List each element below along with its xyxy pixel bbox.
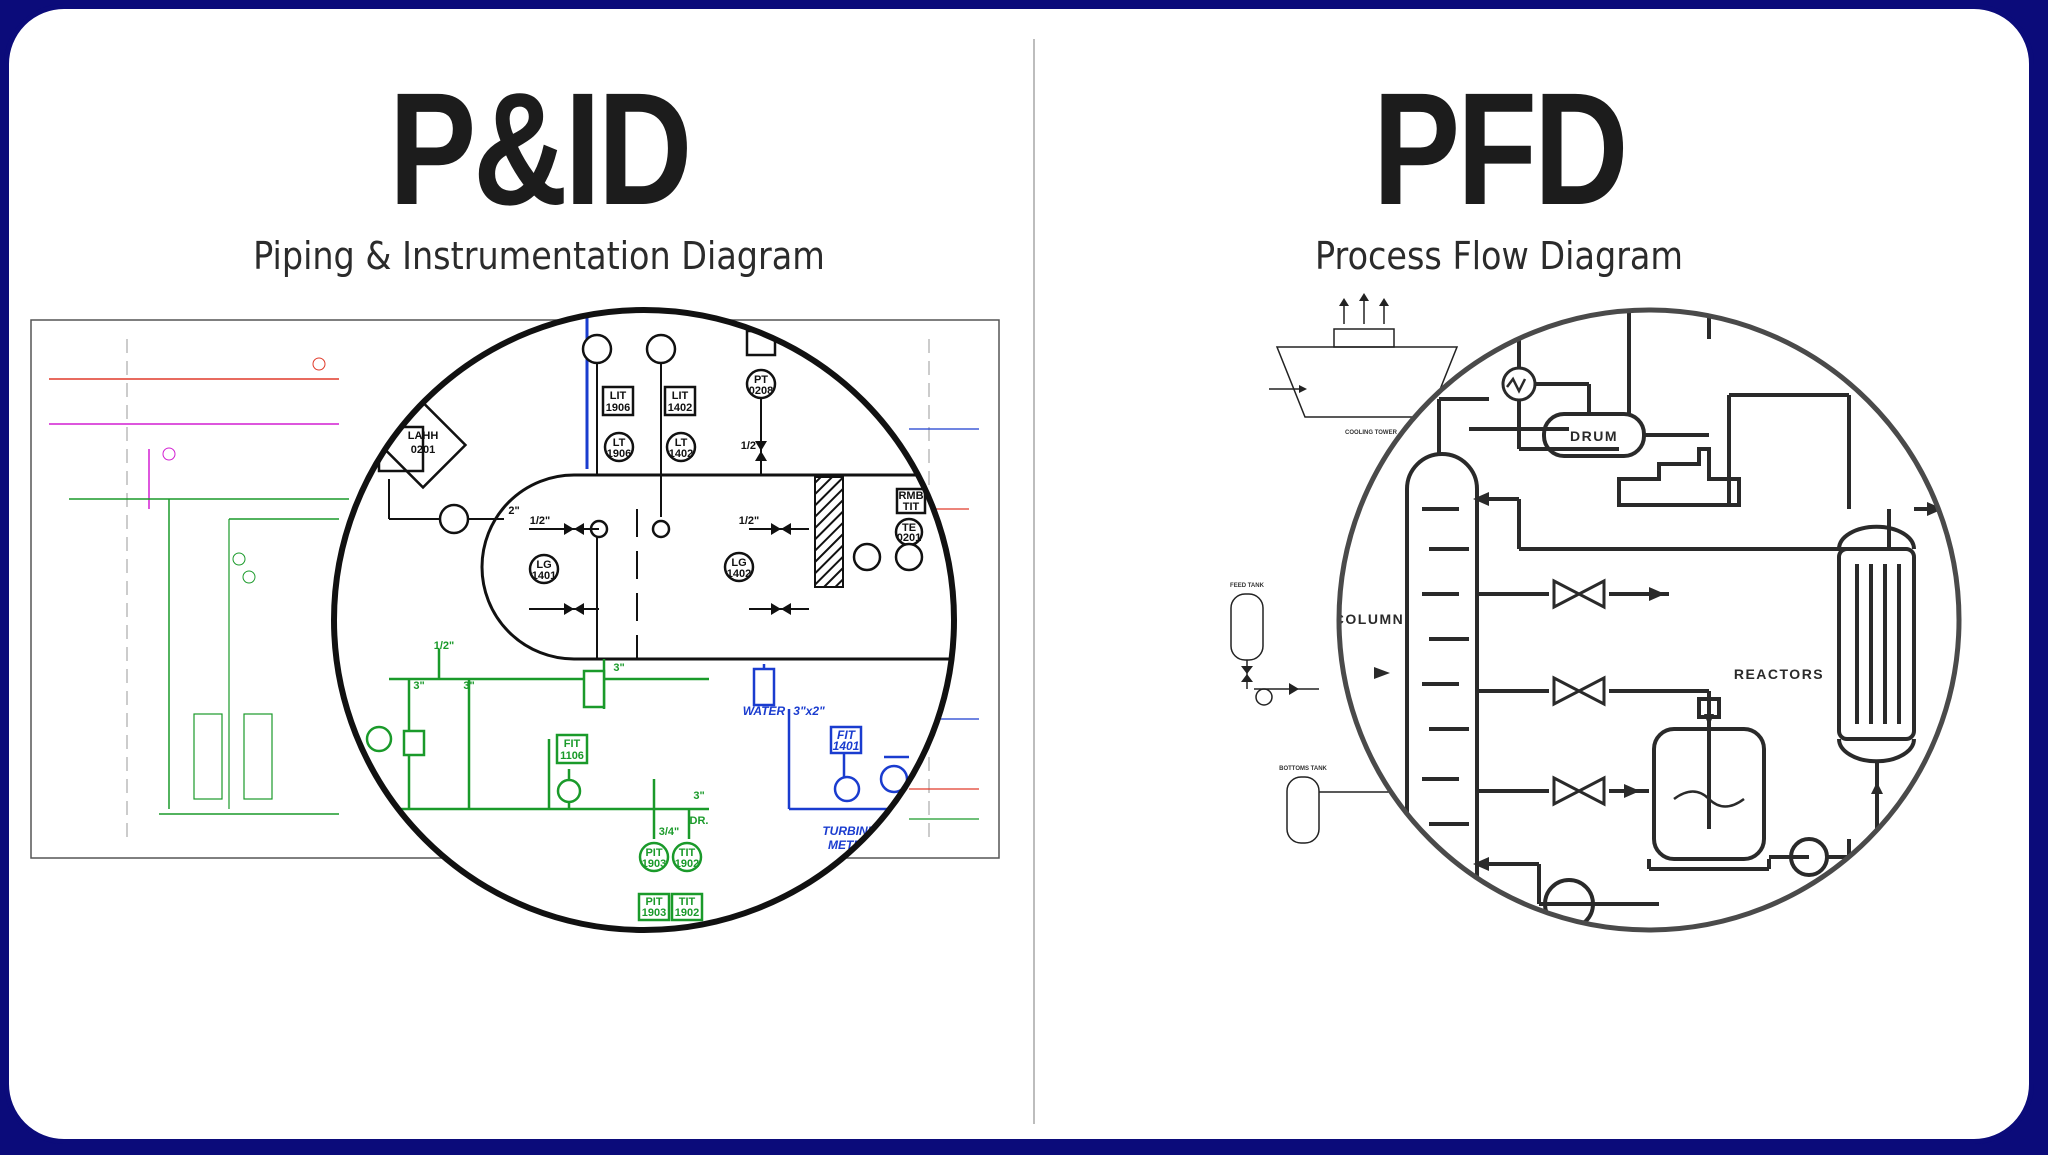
pid-lt1-num: 1906 xyxy=(607,448,631,460)
pfd-magnifier-content: DRUM COLUMN REACTORS xyxy=(1334,310,1959,930)
pid-subtitle: Piping & Instrumentation Diagram xyxy=(253,234,825,278)
pid-lt2-num: 1402 xyxy=(669,448,693,460)
pid-tit-box-num: 1902 xyxy=(675,907,699,919)
pid-magnifier-content: LAHH 0201 LIT 1906 LIT 1402 LT 1906 LT 1… xyxy=(334,310,954,930)
pid-lahh-label: LAHH xyxy=(408,430,439,442)
center-divider xyxy=(1033,39,1035,1124)
comparison-card: P&ID Piping & Instrumentation Diagram PF… xyxy=(4,4,2034,1144)
pid-pit-label: PIT xyxy=(645,847,662,859)
pid-size-34: 3/4" xyxy=(659,826,680,838)
pid-tit-box-label: TIT xyxy=(679,896,696,908)
pid-rmb-label: RMB xyxy=(898,490,923,502)
pid-tit-label: TIT xyxy=(679,847,696,859)
pid-fit2-label: FIT xyxy=(837,728,857,742)
pid-water-label: WATER xyxy=(743,704,786,718)
pid-tit-num: 1902 xyxy=(675,858,699,870)
pfd-feed-tank-label: FEED TANK xyxy=(1230,583,1265,589)
pfd-magnifier-ring xyxy=(1336,307,1962,933)
pid-water-size: 3"x2" xyxy=(793,704,825,718)
pid-te-label: TE xyxy=(902,522,916,534)
pid-lg1-num: 1401 xyxy=(532,570,556,582)
pid-size-half-1: 1/2" xyxy=(530,515,551,527)
pid-size-3in-2: 3" xyxy=(463,680,474,692)
pid-lit2-label: LIT xyxy=(672,390,689,402)
pid-lahh-num: 0201 xyxy=(411,444,435,456)
pid-size-half-green: 1/2" xyxy=(434,640,455,652)
pid-turbine-label-1: TURBINE xyxy=(822,824,876,838)
pid-lit1-label: LIT xyxy=(610,390,627,402)
pid-size-3in-1: 3" xyxy=(413,680,424,692)
pid-lt2-label: LT xyxy=(675,437,688,449)
pfd-title: PFD xyxy=(1372,59,1629,238)
pid-size-3in-4: 3" xyxy=(693,790,704,802)
pid-lg2-num: 1402 xyxy=(727,568,751,580)
pfd-column-label: COLUMN xyxy=(1334,611,1404,627)
pid-lit2-num: 1402 xyxy=(668,402,692,414)
pid-fit1-num: 1106 xyxy=(560,750,584,762)
pid-pt-label: PT xyxy=(754,374,768,386)
pid-pt-num: 0208 xyxy=(749,385,773,397)
pfd-bottoms-tank-label: BOTTOMS TANK xyxy=(1279,766,1327,772)
pid-fit2-num: 1401 xyxy=(833,739,860,753)
pid-size-half-3: 1/2" xyxy=(741,440,762,452)
pid-diagram: LAHH 0201 LIT 1906 LIT 1402 LT 1906 LT 1… xyxy=(30,293,1962,933)
pid-fit1-label: FIT xyxy=(564,738,581,750)
pid-rmb-num: TIT xyxy=(903,501,920,513)
pid-title: P&ID xyxy=(388,59,693,238)
pfd-cooling-tower-label: COOLING TOWER xyxy=(1345,430,1398,436)
pfd-reactors-label: REACTORS xyxy=(1734,666,1824,682)
pfd-subtitle: Process Flow Diagram xyxy=(1314,234,1684,278)
pid-size-3in-3: 3" xyxy=(613,662,624,674)
pfd-drum-label: DRUM xyxy=(1570,428,1618,444)
pid-pit-num: 1903 xyxy=(642,858,666,870)
pid-lg2-label: LG xyxy=(731,557,746,569)
pid-te-num: 0201 xyxy=(897,532,921,544)
pid-lit1-num: 1906 xyxy=(606,402,630,414)
pid-magnifier-ring xyxy=(331,307,957,933)
pid-drain: DR. xyxy=(690,815,709,827)
pid-pit-box-num: 1903 xyxy=(642,907,666,919)
pid-lt1-label: LT xyxy=(613,437,626,449)
pid-pit-box-label: PIT xyxy=(645,896,662,908)
pid-size-2in: 2" xyxy=(508,505,519,517)
pid-lg1-label: LG xyxy=(536,559,551,571)
pid-size-half-2: 1/2" xyxy=(739,515,760,527)
